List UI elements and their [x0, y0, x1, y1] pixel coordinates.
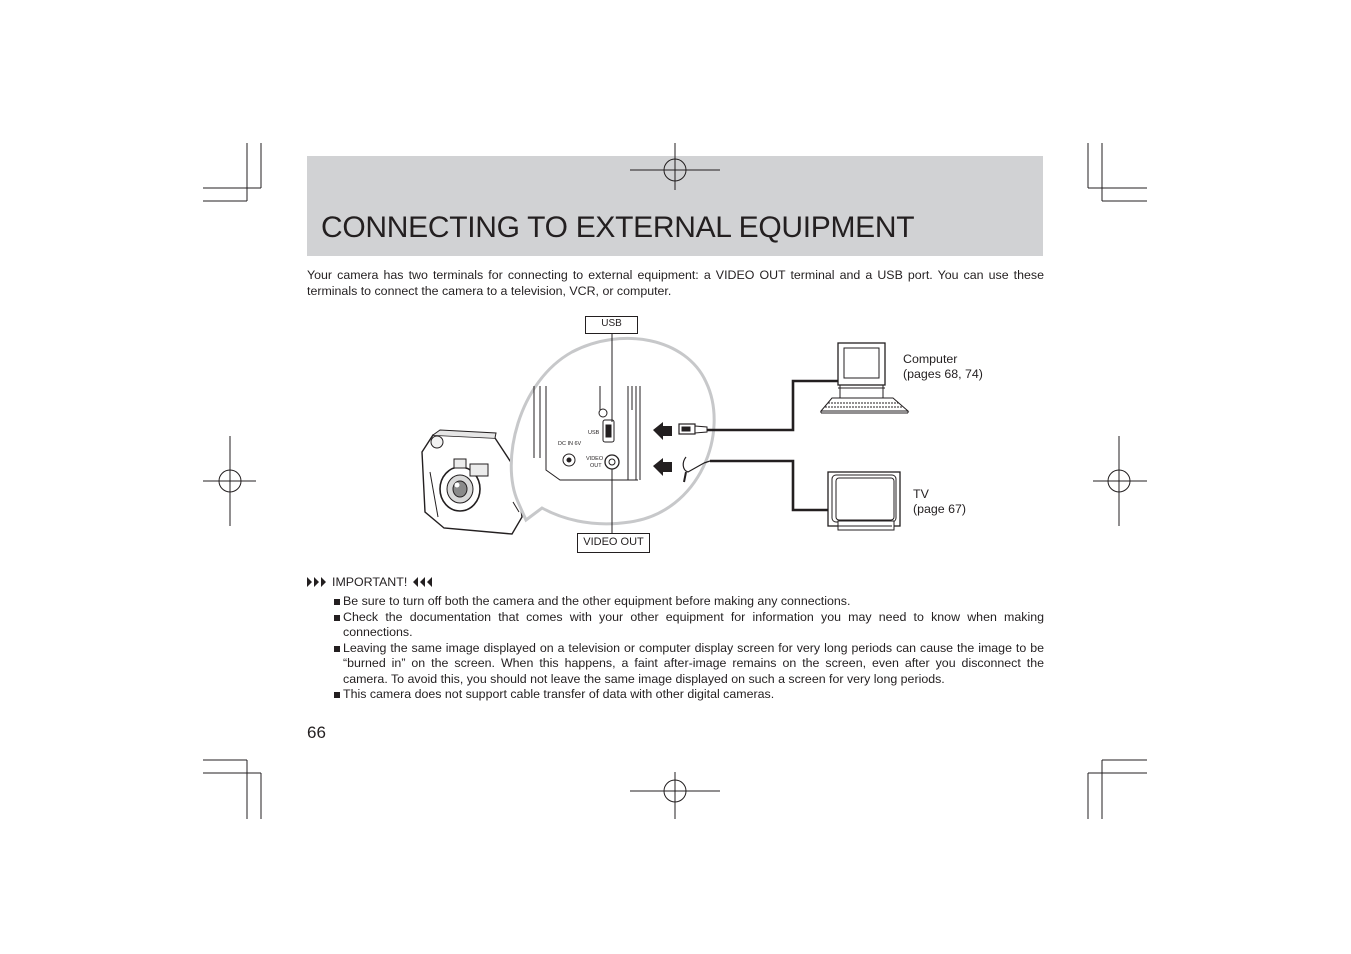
bullet-square-icon [334, 614, 340, 621]
camera-usb-text: USB [588, 430, 600, 436]
usb-label: USB [585, 316, 638, 334]
list-item: Be sure to turn off both the camera and … [333, 594, 1044, 610]
intro-paragraph: Your camera has two terminals for connec… [307, 268, 1044, 298]
important-left-arrows-icon [307, 577, 326, 587]
tv-pages: (page 67) [913, 502, 967, 516]
list-item: This camera does not support cable trans… [333, 687, 1044, 703]
important-right-arrows-icon [413, 577, 433, 587]
video-out-label: VIDEO OUT [577, 533, 650, 553]
computer-pages: (pages 68, 74) [903, 367, 983, 381]
page-title: CONNECTING TO EXTERNAL EQUIPMENT [321, 211, 915, 244]
tv-callout: TV (page 67) [913, 487, 966, 517]
bullet-square-icon [334, 599, 340, 605]
connection-diagram: USB DC IN 6V VIDEO OUT [421, 330, 910, 536]
computer-callout: Computer (pages 68, 74) [903, 352, 983, 382]
page-number: 66 [307, 723, 326, 742]
important-heading-row: IMPORTANT! [307, 574, 433, 590]
tv-illustration [827, 471, 901, 531]
computer-label: Computer [903, 352, 958, 366]
important-list: Be sure to turn off both the camera and … [333, 594, 1044, 703]
important-heading: IMPORTANT! [332, 575, 408, 589]
list-item: Check the documentation that comes with … [333, 610, 1044, 641]
camera-side-detail [533, 386, 641, 481]
computer-illustration [819, 342, 910, 414]
camera-dc-in-text: DC IN 6V [558, 441, 582, 447]
bullet-square-icon [334, 692, 340, 698]
bullet-square-icon [334, 645, 340, 652]
camera-out-text: OUT [590, 463, 602, 469]
camera-illustration [421, 429, 523, 535]
tv-label: TV [913, 487, 929, 501]
camera-video-text: VIDEO [586, 456, 604, 462]
list-item: Leaving the same image displayed on a te… [333, 641, 1044, 688]
